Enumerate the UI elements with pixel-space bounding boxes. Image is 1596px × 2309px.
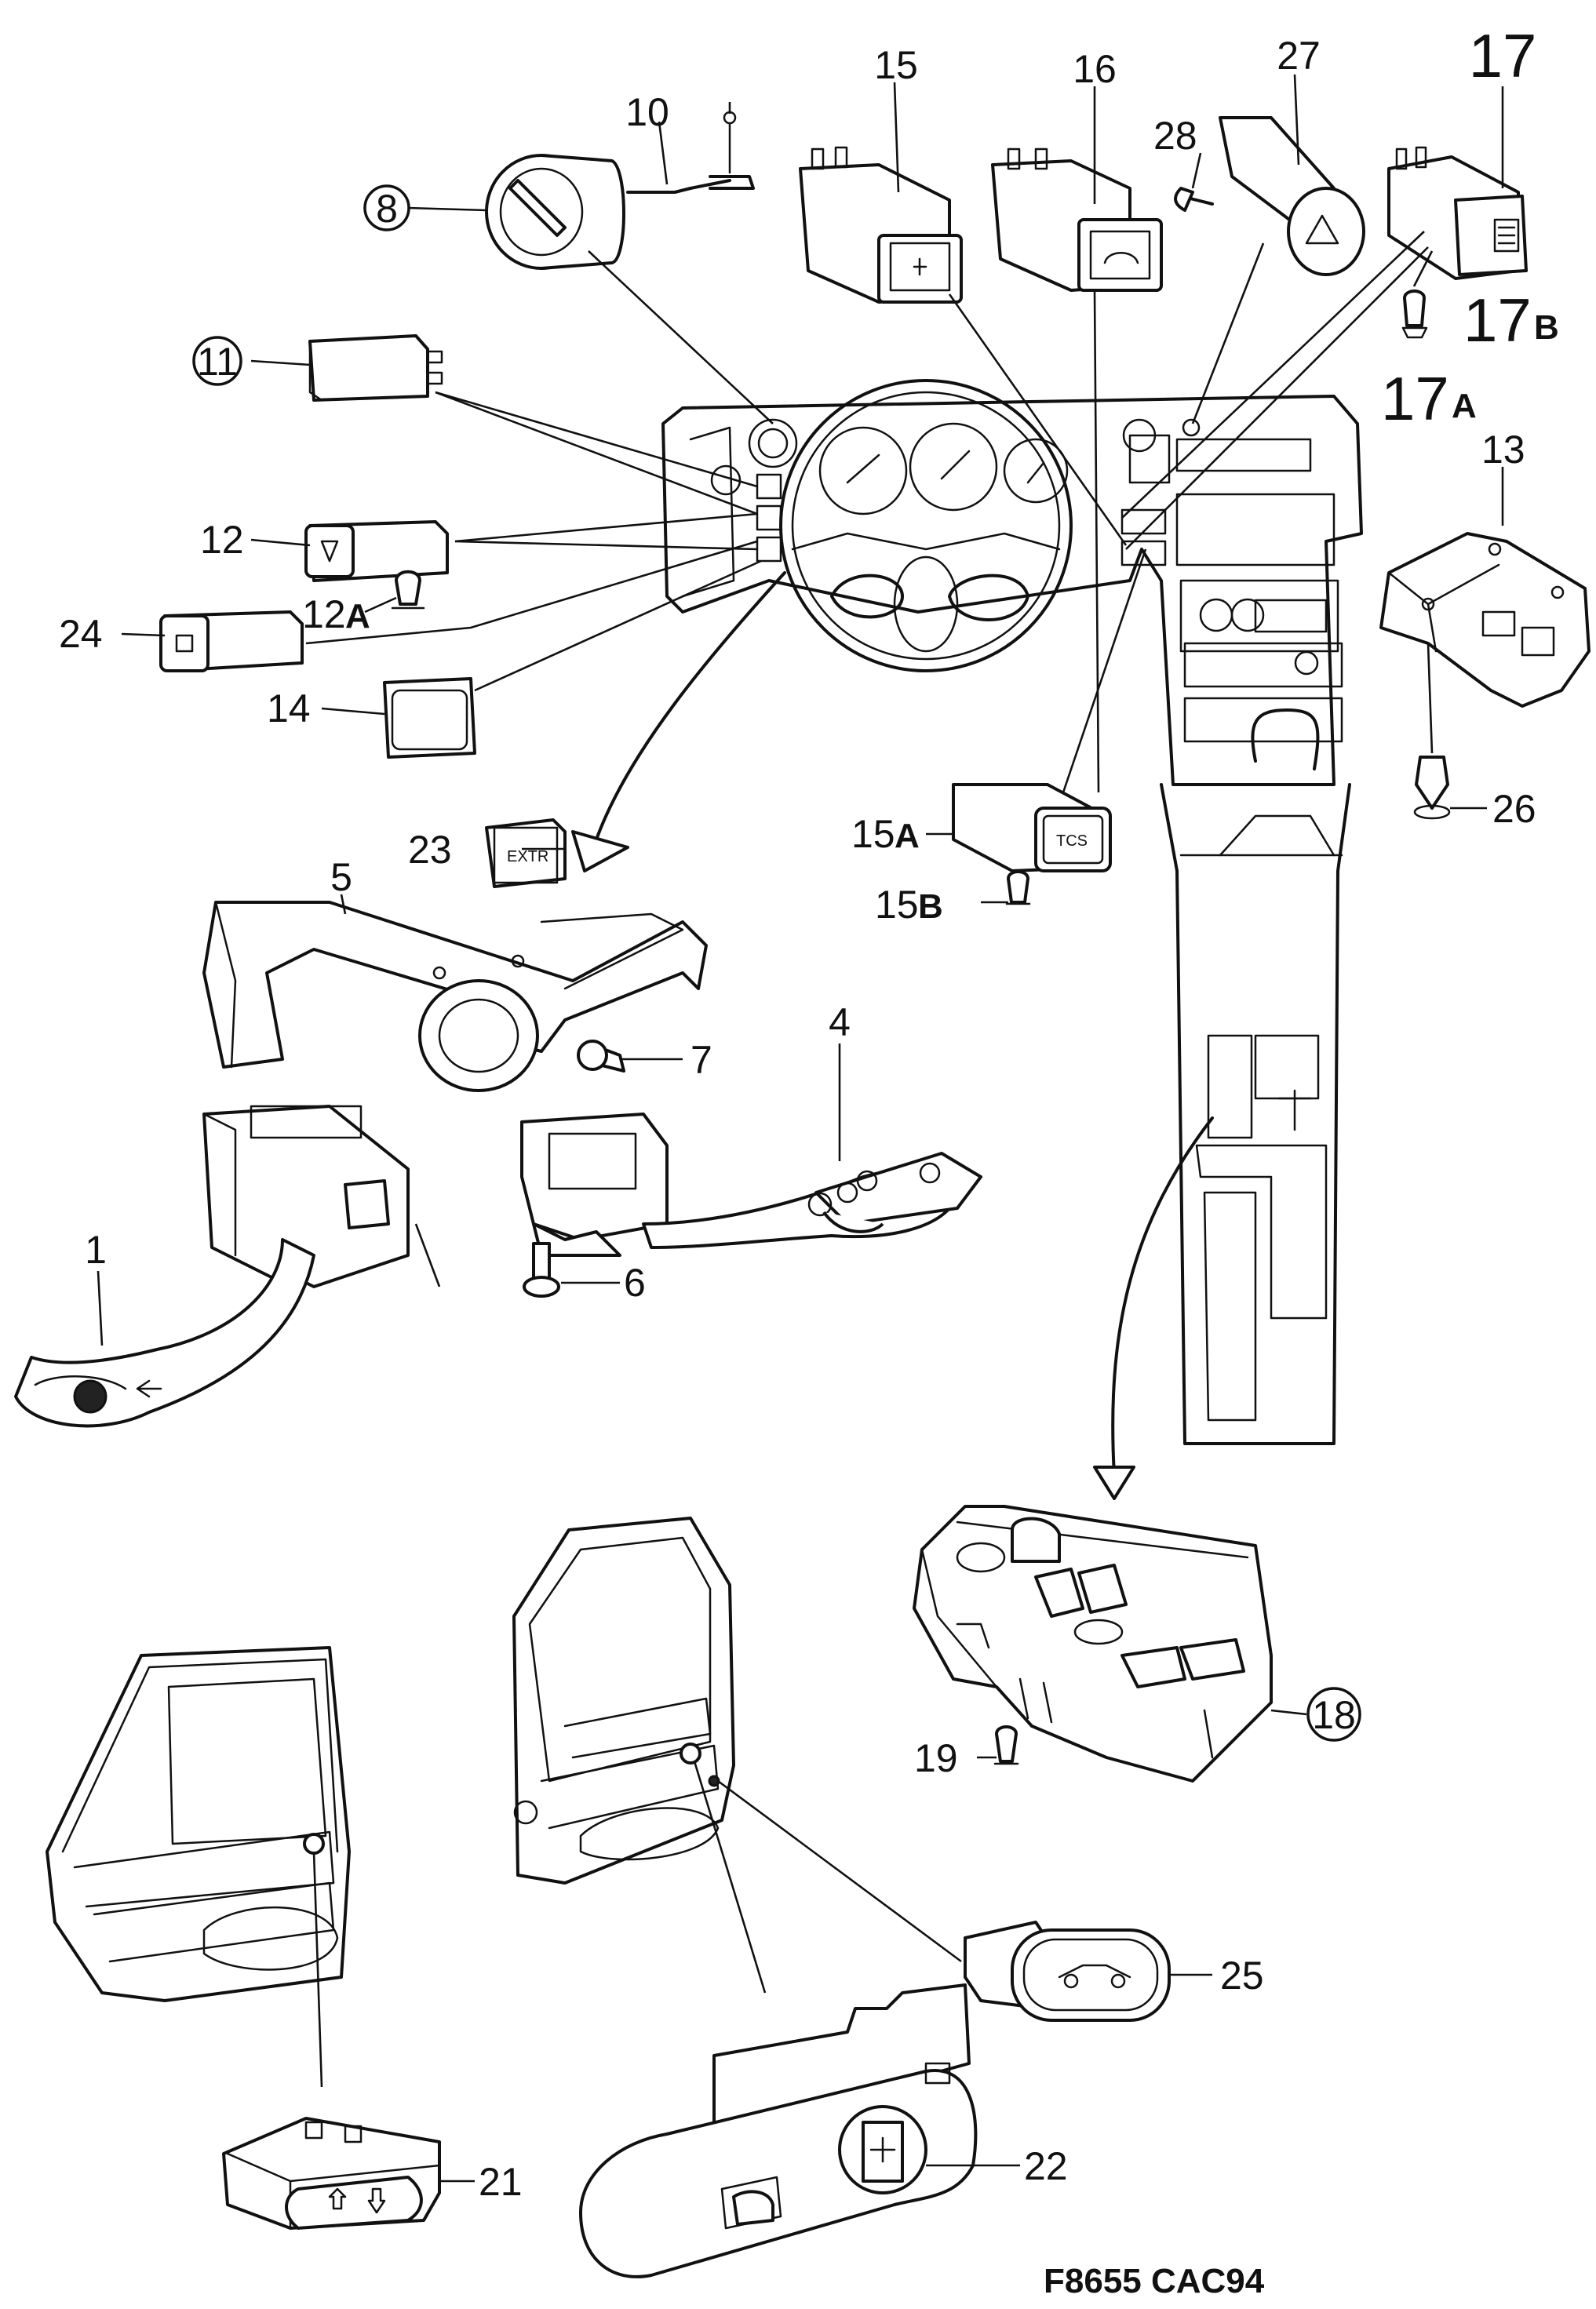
leader-lines [97, 74, 1504, 2183]
switch-15 [799, 146, 1128, 546]
cap-14 [383, 559, 762, 759]
label-5: 5 [330, 855, 352, 899]
label-18: 18 [1312, 1693, 1356, 1737]
label-17b-num: 17 [1463, 286, 1532, 355]
screw-6 [523, 1242, 560, 1298]
label-25: 25 [1220, 1954, 1264, 1998]
label-17: 17 [1469, 21, 1537, 90]
front-door [512, 1517, 962, 1994]
front-door-switch-panel-22 [579, 1983, 978, 2278]
rear-door [46, 1646, 351, 2088]
label-7: 7 [691, 1038, 712, 1082]
label-15a-num: 15 [851, 812, 895, 856]
label-11: 11 [197, 340, 238, 384]
label-19: 19 [914, 1736, 958, 1780]
label-10: 10 [625, 90, 669, 134]
screw-7 [577, 1040, 625, 1073]
label-17b-sfx: B [1534, 308, 1559, 347]
label-12: 12 [200, 518, 244, 562]
center-console [1160, 708, 1351, 1445]
label-22: 22 [1024, 2144, 1068, 2188]
label-28: 28 [1153, 114, 1197, 158]
label-17a-num: 17 [1381, 364, 1449, 433]
bulb-wire [626, 111, 755, 194]
wiper-stalk-4 [520, 1113, 982, 1257]
label-8: 8 [376, 187, 398, 231]
switch-16 [991, 147, 1163, 793]
label-16: 16 [1073, 47, 1117, 91]
tcs-marking: TCS [1056, 832, 1088, 850]
label-23: 23 [408, 828, 452, 872]
window-switch-panel-18 [913, 1116, 1273, 1783]
switch-24 [159, 540, 758, 672]
rear-window-switch-21 [222, 2117, 441, 2230]
extr-cap: EXTR [485, 571, 786, 888]
column-cover-5 [202, 901, 708, 1092]
label-12a-num: 12 [302, 592, 346, 636]
callout-labels: 8 10 11 12 12 A 24 14 15 16 27 28 17 17 … [59, 21, 1559, 2300]
label-15: 15 [874, 43, 918, 87]
label-15a-sfx: A [895, 817, 920, 855]
label-4: 4 [829, 1000, 851, 1044]
label-1: 1 [85, 1228, 107, 1272]
indicator-stalk-1 [14, 1105, 441, 1428]
label-6: 6 [624, 1261, 646, 1305]
label-17a-sfx: A [1452, 387, 1477, 425]
dashboard [661, 395, 1363, 786]
ignition-lock [485, 154, 774, 424]
hazard-switch [1174, 116, 1365, 424]
label-14: 14 [267, 687, 311, 730]
switch-12 [304, 512, 758, 582]
label-21: 21 [479, 2160, 523, 2204]
extr-marking: EXTR [507, 848, 548, 865]
steering-wheel [779, 379, 1073, 672]
label-27: 27 [1277, 34, 1321, 78]
label-15b-sfx: B [918, 887, 943, 926]
tcs-switch: TCS [952, 548, 1147, 905]
bulb-12a [391, 570, 425, 610]
trunk-switch-25 [964, 1921, 1171, 2022]
label-15b-num: 15 [875, 883, 919, 927]
label-13: 13 [1481, 428, 1525, 472]
switch-11 [308, 334, 758, 515]
label-24: 24 [59, 612, 103, 656]
bracket-13 [1379, 532, 1591, 820]
label-26: 26 [1492, 787, 1536, 831]
figure-code: F8655 CAC94 [1044, 2262, 1265, 2300]
switch-17 [1121, 146, 1528, 550]
label-12a-sfx: A [345, 597, 370, 636]
